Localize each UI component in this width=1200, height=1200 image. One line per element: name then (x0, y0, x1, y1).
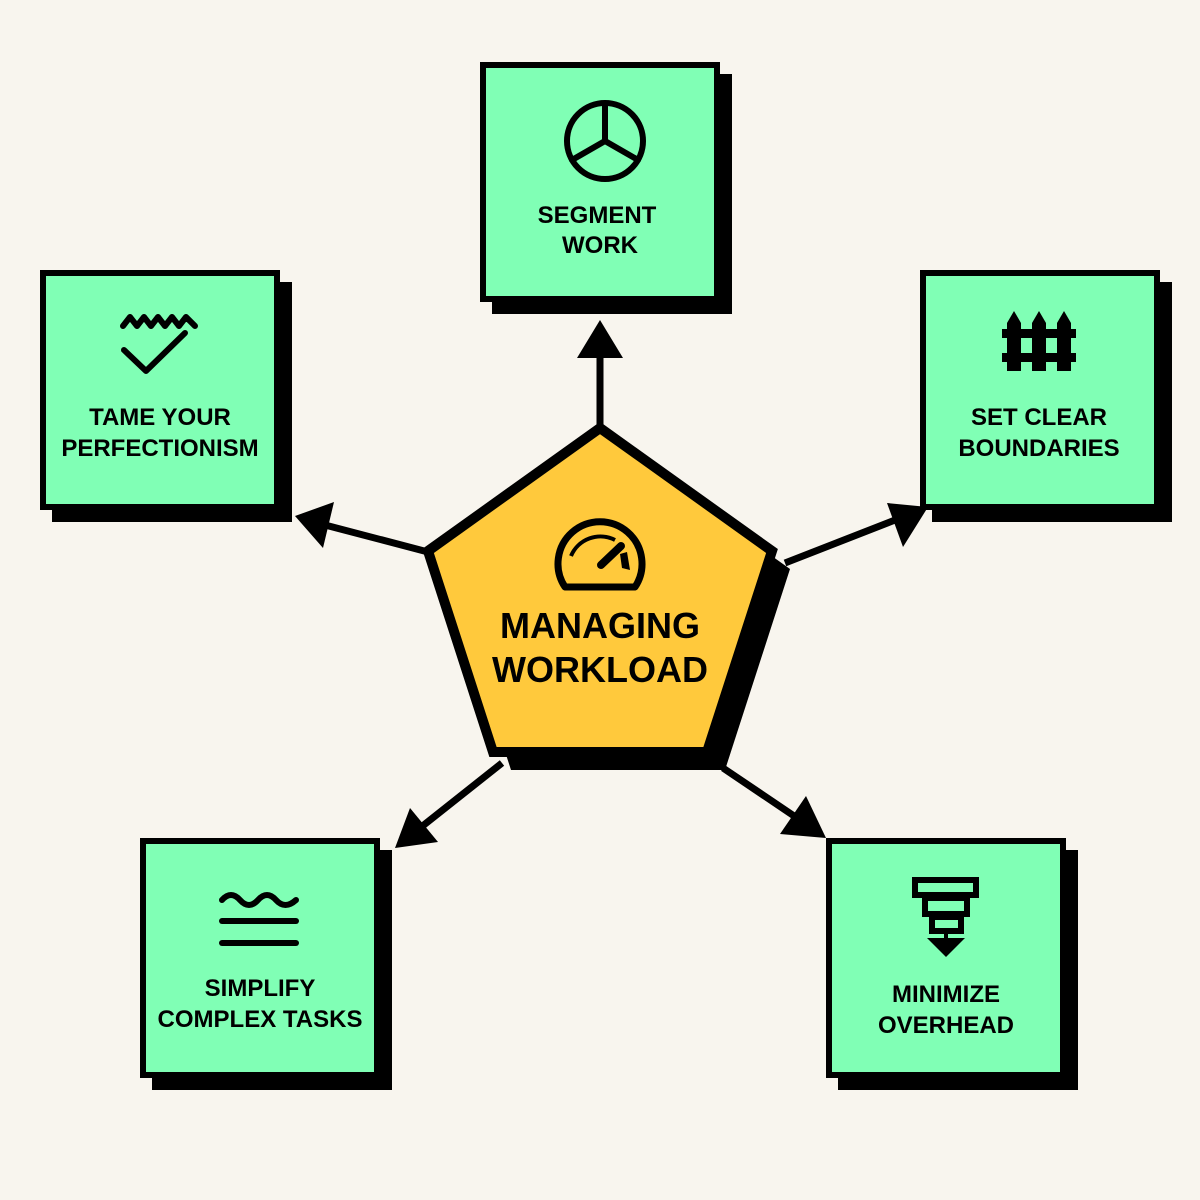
node-simplify-complex-tasks: SIMPLIFY COMPLEX TASKS (140, 838, 392, 1090)
center-title-line2: WORKLOAD (492, 649, 708, 690)
speedometer-icon (554, 518, 646, 591)
node-tame-your-perfectionism: TAME YOUR PERFECTIONISM (40, 270, 292, 522)
pie-chart-icon (564, 100, 646, 182)
node-segment-work: SEGMENT WORK (480, 62, 732, 314)
node-label-line2: PERFECTIONISM (61, 435, 258, 462)
arrow-to-set-boundaries (783, 503, 928, 567)
center-title-line1: MANAGING (500, 605, 700, 646)
node-label-line1: MINIMIZE (892, 981, 1000, 1008)
node-label-line2: WORK (562, 232, 639, 259)
center-pentagon: MANAGING WORKLOAD (422, 421, 790, 770)
node-label-line2: COMPLEX TASKS (158, 1006, 363, 1033)
node-label-line2: BOUNDARIES (958, 435, 1119, 462)
node-label-line2: OVERHEAD (878, 1012, 1014, 1039)
wavy-lines-icon (219, 892, 299, 946)
funnel-icon (912, 877, 979, 957)
node-minimize-overhead: MINIMIZE OVERHEAD (826, 838, 1078, 1090)
connector-arrows (295, 320, 928, 848)
node-label-line1: SIMPLIFY (205, 975, 316, 1002)
arrow-to-simplify-tasks (395, 760, 505, 848)
arrow-to-tame-perfectionism (295, 502, 429, 556)
arrow-to-segment-work (577, 320, 623, 430)
zigzag-check-icon (120, 314, 198, 374)
fence-icon (1002, 311, 1076, 371)
node-label-line1: TAME YOUR (89, 404, 231, 431)
arrow-to-minimize-overhead (721, 765, 826, 838)
node-set-clear-boundaries: SET CLEAR BOUNDARIES (920, 270, 1172, 522)
node-label-line1: SET CLEAR (971, 404, 1107, 431)
node-label-line1: SEGMENT (538, 202, 657, 229)
